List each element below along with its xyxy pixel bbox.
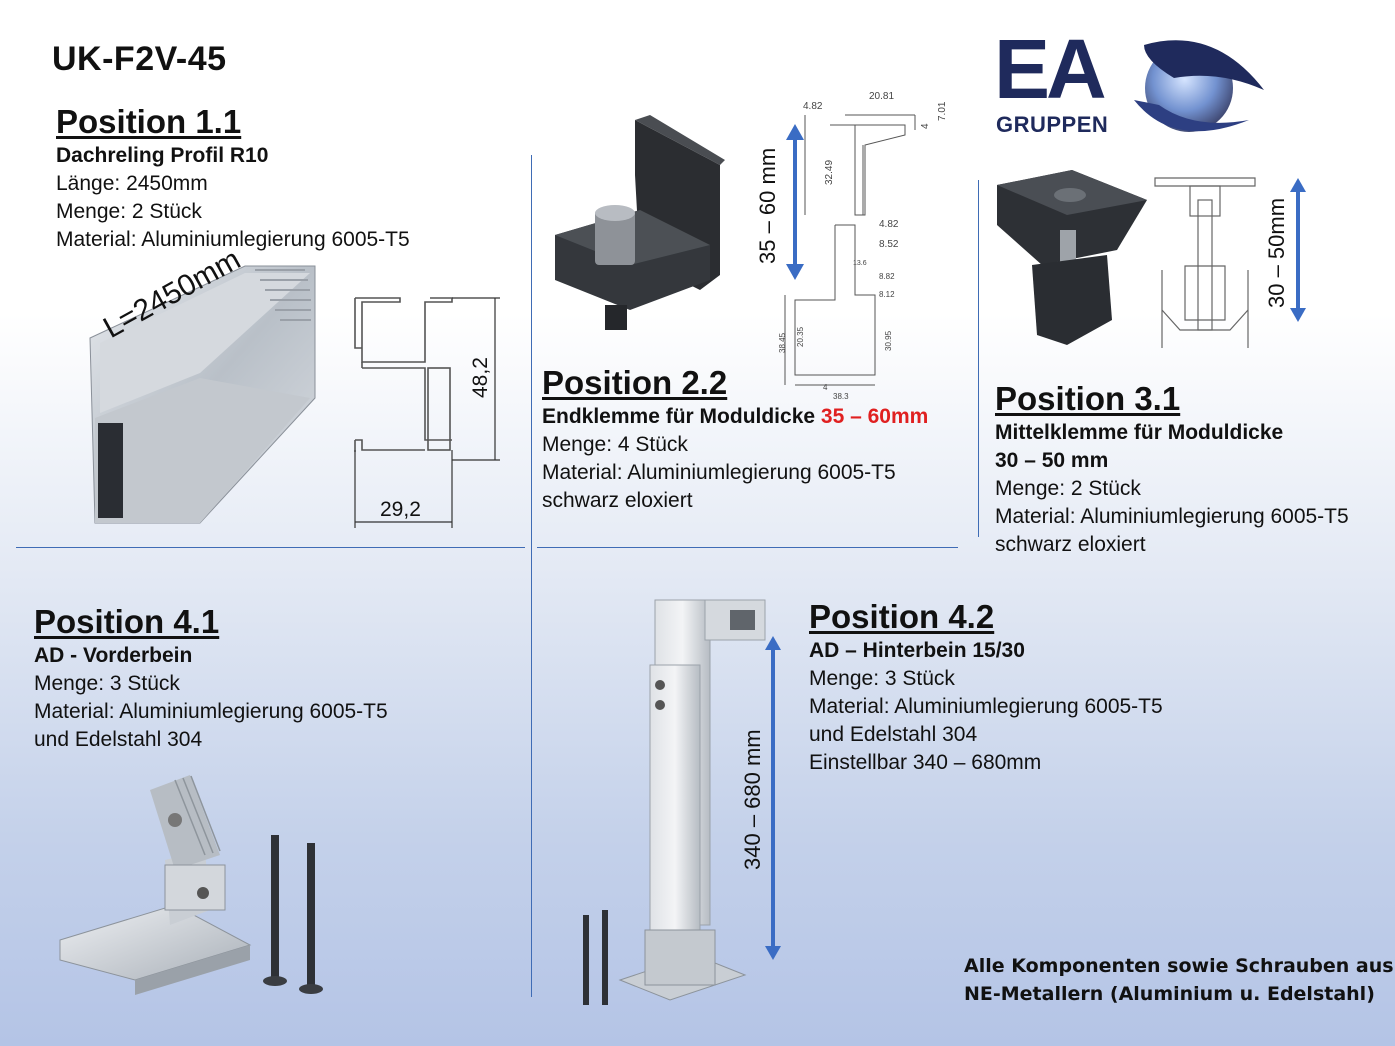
rail-profile-image [89, 265, 316, 524]
position-4-1-quantity: Menge: 3 Stück [34, 672, 180, 695]
middle-clamp-technical-drawing [1154, 177, 1256, 348]
middle-clamp-image [997, 170, 1147, 345]
materials-note-line-1: Alle Komponenten sowie Schrauben aus [964, 955, 1394, 977]
drawing-dim-7: 8.52 [879, 239, 899, 250]
drawing-dim-14: 4 [823, 383, 828, 392]
drawing-dim-12: 20.35 [796, 326, 805, 347]
middle-clamp-range-arrow [1290, 178, 1306, 322]
drawing-dim-8: 13.6 [853, 260, 867, 267]
rail-width-dimension: 29,2 [380, 498, 421, 521]
position-2-2-material: Material: Aluminiumlegierung 6005-T5 [542, 461, 896, 484]
logo-letters: EA [994, 22, 1107, 116]
position-4-2-material-2: und Edelstahl 304 [809, 723, 978, 746]
position-4-2-block: Position 4.2 AD – Hinterbein 15/30 Menge… [809, 597, 1163, 777]
document-title: UK-F2V-45 [52, 40, 227, 78]
drawing-dim-1: 4.82 [803, 101, 823, 112]
drawing-dim-6: 4.82 [879, 219, 899, 230]
separator-vertical [531, 155, 532, 997]
drawing-dim-11: 30.95 [884, 330, 893, 351]
rear-leg-image [583, 599, 766, 1005]
position-4-1-material: Material: Aluminiumlegierung 6005-T5 [34, 700, 388, 723]
separator-vertical-right [978, 180, 979, 537]
position-4-1-heading: Position 4.1 [34, 603, 220, 640]
materials-note: Alle Komponenten sowie Schrauben aus NE-… [964, 952, 1394, 1008]
position-3-1-finish: schwarz eloxiert [995, 533, 1146, 556]
position-2-2-subtitle-prefix: Endklemme für Moduldicke [542, 405, 821, 428]
position-1-1-heading: Position 1.1 [56, 103, 242, 140]
position-2-2-quantity: Menge: 4 Stück [542, 433, 688, 456]
middle-clamp-range-label: 30 – 50mm [1264, 197, 1289, 308]
position-1-1-length: Länge: 2450mm [56, 172, 208, 195]
position-1-1-material: Material: Aluminiumlegierung 6005-T5 [56, 228, 410, 251]
end-clamp-technical-drawing: 4.82 20.81 7.01 4 32.49 4.82 8.52 13.6 8… [778, 91, 948, 401]
position-3-1-quantity: Menge: 2 Stück [995, 477, 1141, 500]
front-leg-image [59, 775, 323, 995]
rear-leg-range-arrow [765, 636, 781, 960]
position-3-1-block: Position 3.1 Mittelklemme für Moduldicke… [995, 379, 1349, 559]
drawing-dim-9: 8.82 [879, 272, 895, 281]
rail-cross-section-drawing [354, 297, 500, 528]
end-clamp-range-arrow [786, 124, 804, 280]
position-4-1-block: Position 4.1 AD - Vorderbein Menge: 3 St… [34, 602, 388, 754]
separator-left [16, 547, 525, 548]
position-3-1-subtitle-line-1: Mittelklemme für Moduldicke [995, 421, 1284, 444]
drawing-dim-13: 38.45 [778, 332, 787, 353]
globe-swoosh-logo-graphic [1134, 40, 1264, 132]
position-3-1-subtitle-line-2: 30 – 50 mm [995, 449, 1109, 472]
position-1-1-subtitle: Dachreling Profil R10 [56, 144, 269, 167]
drawing-dim-15: 38.3 [833, 392, 849, 401]
position-1-1-block: Position 1.1 Dachreling Profil R10 Länge… [56, 102, 410, 254]
position-4-2-adjustable: Einstellbar 340 – 680mm [809, 751, 1042, 774]
rear-leg-range-label: 340 – 680 mm [740, 729, 765, 870]
rail-height-dimension: 48,2 [469, 357, 492, 398]
drawing-dim-10: 8.12 [879, 290, 895, 299]
position-4-2-subtitle: AD – Hinterbein 15/30 [809, 639, 1025, 662]
position-3-1-heading: Position 3.1 [995, 380, 1181, 417]
position-2-2-block: Position 2.2 Endklemme für Moduldicke 35… [542, 363, 928, 515]
position-2-2-finish: schwarz eloxiert [542, 489, 693, 512]
position-3-1-material: Material: Aluminiumlegierung 6005-T5 [995, 505, 1349, 528]
position-4-2-quantity: Menge: 3 Stück [809, 667, 955, 690]
separator-right [537, 547, 958, 548]
position-4-2-material: Material: Aluminiumlegierung 6005-T5 [809, 695, 1163, 718]
position-4-2-heading: Position 4.2 [809, 598, 995, 635]
position-1-1-quantity: Menge: 2 Stück [56, 200, 202, 223]
position-2-2-subtitle: Endklemme für Moduldicke 35 – 60mm [542, 403, 928, 431]
position-4-1-subtitle: AD - Vorderbein [34, 644, 193, 667]
position-2-2-heading: Position 2.2 [542, 364, 728, 401]
drawing-dim-2: 20.81 [869, 91, 894, 102]
drawing-dim-5: 32.49 [824, 160, 835, 185]
logo-subtext: GRUPPEN [996, 112, 1109, 137]
drawing-dim-3: 7.01 [937, 101, 948, 121]
drawing-dim-4: 4 [920, 123, 931, 129]
materials-note-line-2: NE-Metallern (Aluminium u. Edelstahl) [964, 983, 1375, 1005]
position-4-1-material-2: und Edelstahl 304 [34, 728, 203, 751]
ea-gruppen-logo: EA GRUPPEN [994, 24, 1279, 140]
end-clamp-image [555, 115, 725, 330]
position-2-2-subtitle-range: 35 – 60mm [820, 405, 929, 428]
